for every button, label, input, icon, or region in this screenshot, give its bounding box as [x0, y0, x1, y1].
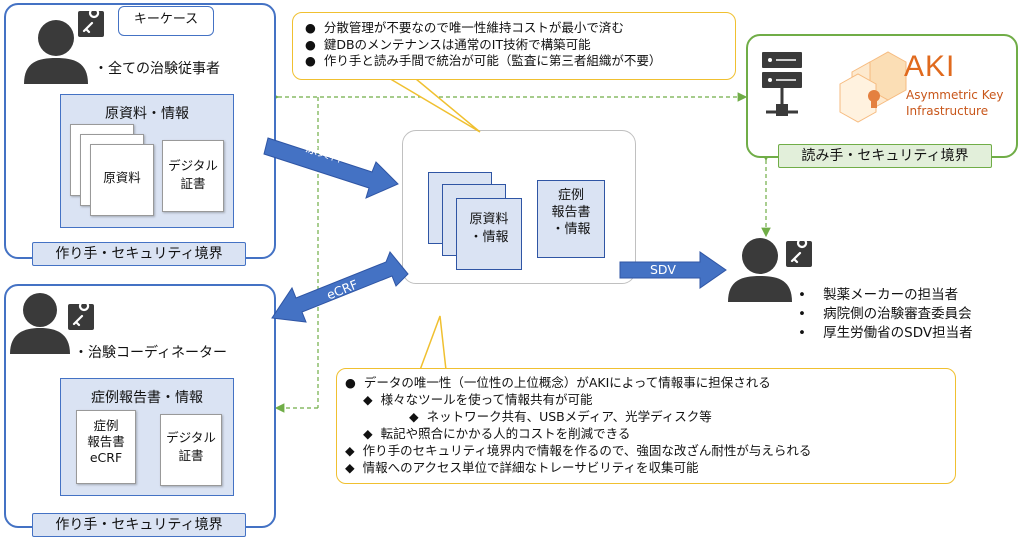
- bottom-callout-item-3: ◆ 転記や照合にかかる人的コストを削減できる: [363, 426, 631, 441]
- key-case-label: キーケース: [133, 12, 199, 27]
- center-source-page: 原資料 ・情報: [456, 198, 522, 270]
- key-case-bubble: キーケース: [118, 6, 214, 36]
- sdv-arrow-label: SDV: [650, 262, 676, 277]
- crf-l1: 症例: [93, 418, 119, 433]
- source-doc-label: 原資料: [103, 170, 141, 185]
- center-crf-l3: ・情報: [551, 222, 591, 237]
- source-doc-group-title: 原資料・情報: [105, 106, 189, 122]
- digital-cert-page-top: デジタル 証書: [162, 140, 224, 212]
- top-callout-item-3: ● 作り手と読み手間で統治が可能（監査に第三者組織が不要）: [305, 53, 662, 68]
- center-source-l2: ・情報: [469, 230, 509, 245]
- aki-title: AKI: [904, 50, 956, 83]
- aki-subtitle-2: Infrastructure: [906, 104, 989, 118]
- role-all-staff: ・全ての治験従事者: [94, 61, 220, 77]
- source-doc-page: 原資料: [90, 144, 154, 216]
- digital-cert-page-bottom: デジタル 証書: [160, 414, 222, 486]
- top-callout: ● 分散管理が不要なので唯一性維持コストが最小で済む ● 鍵DBのメンテナンスは…: [292, 12, 736, 80]
- reader-item-3: • 厚生労働省のSDV担当者: [798, 325, 973, 341]
- center-crf-l1: 症例: [557, 188, 584, 203]
- role-coordinator: ・治験コーディネーター: [74, 345, 228, 361]
- top-callout-item-1: ● 分散管理が不要なので唯一性維持コストが最小で済む: [305, 20, 624, 35]
- creator-boundary-top-label: 作り手・セキュリティ境界: [32, 242, 246, 266]
- reader-list: • 製薬メーカーの担当者 • 病院側の治験審査委員会 • 厚生労働省のSDV担当…: [798, 286, 973, 343]
- bottom-callout-list: ● データの唯一性（一位性の上位概念）がAKIによって情報事に担保される ◆ 様…: [345, 374, 811, 476]
- top-callout-item-2: ● 鍵DBのメンテナンスは通常のIT技術で構築可能: [305, 36, 591, 52]
- bottom-callout-item-4: ◆ 作り手のセキュリティ境界内で情報を作るので、強固な改ざん耐性が与えられる: [345, 443, 812, 458]
- key-icon-top: [78, 11, 104, 37]
- creator-boundary-bottom-label: 作り手・セキュリティ境界: [32, 513, 246, 537]
- digital-cert-b-l2: 証書: [178, 448, 204, 463]
- crf-l3: eCRF: [89, 450, 123, 465]
- center-crf-page: 症例 報告書 ・情報: [537, 180, 605, 258]
- bottom-callout-item-0: ● データの唯一性（一位性の上位概念）がAKIによって情報事に担保される: [345, 375, 771, 390]
- key-icon-reader: [786, 241, 812, 267]
- aki-subtitle-1: Asymmetric Key: [906, 88, 1004, 102]
- crf-doc-group-title: 症例報告書・情報: [91, 390, 203, 406]
- bottom-callout-item-1: ◆ 様々なツールを使って情報共有が可能: [363, 392, 593, 407]
- reader-item-2: • 病院側の治験審査委員会: [798, 306, 972, 322]
- top-callout-list: ● 分散管理が不要なので唯一性維持コストが最小で済む ● 鍵DBのメンテナンスは…: [305, 20, 661, 70]
- center-source-l1: 原資料: [469, 212, 509, 227]
- digital-cert-l1: デジタル: [168, 158, 218, 173]
- key-icon-bottom: [68, 304, 94, 330]
- crf-page: 症例 報告書 eCRF: [76, 410, 136, 484]
- bottom-callout-item-5: ◆ 情報へのアクセス単位で詳細なトレーサビリティを収集可能: [345, 460, 699, 475]
- bottom-callout-item-2: ◆ ネットワーク共有、USBメディア、光学ディスク等: [409, 409, 712, 424]
- digital-cert-b-l1: デジタル: [166, 430, 216, 445]
- reader-item-1: • 製薬メーカーの担当者: [798, 287, 959, 303]
- reader-boundary-label: 読み手・セキュリティ境界: [778, 144, 992, 168]
- digital-cert-l2: 証書: [180, 176, 206, 191]
- center-crf-l2: 報告書: [551, 205, 591, 220]
- bottom-callout: ● データの唯一性（一位性の上位概念）がAKIによって情報事に担保される ◆ 様…: [336, 368, 956, 484]
- crf-l2: 報告書: [87, 434, 125, 449]
